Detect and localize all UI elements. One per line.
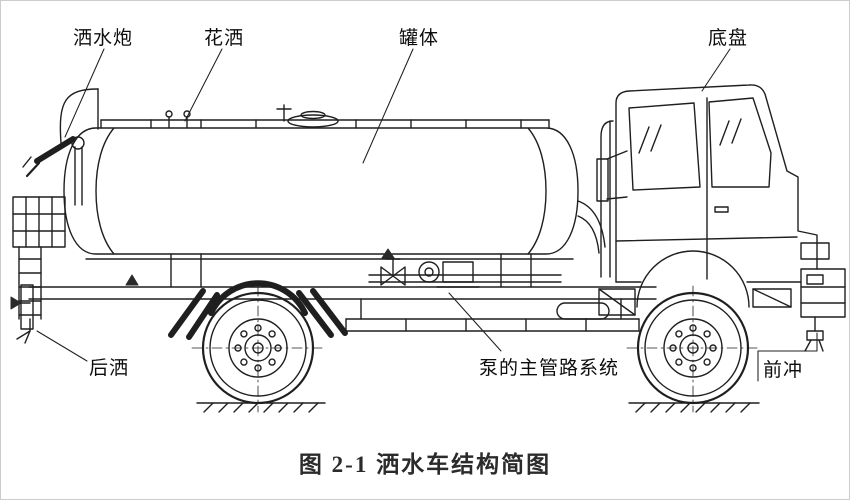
label-water-cannon: 洒水炮 [73,28,134,49]
water-cannon-drawing [22,88,99,206]
label-pump-pipeline: 泵的主管路系统 [479,358,620,379]
label-chassis: 底盘 [708,28,749,49]
manhole [276,104,339,128]
rear-platform-ladder [12,196,66,320]
pump-assembly [368,248,562,288]
tank-railing [100,119,550,129]
cab [615,84,818,308]
label-front-flush: 前冲 [763,360,804,381]
chassis-frame [20,253,657,332]
leader-lines [36,48,818,382]
ground-hatching [196,402,760,413]
rear-spray-nozzle [10,296,31,344]
mirror-and-intake [596,120,636,316]
front-wheel [625,284,761,414]
label-tank: 罐体 [399,28,440,49]
hoses [577,200,606,254]
label-rear-spray: 后洒 [89,358,130,379]
tank-body [63,127,579,260]
label-sprinkler: 花洒 [204,28,245,49]
mud-guards [168,280,348,340]
front-bumper [800,242,846,318]
figure-caption: 图 2-1 洒水车结构简图 [298,452,552,477]
front-flush-nozzle [804,316,824,352]
